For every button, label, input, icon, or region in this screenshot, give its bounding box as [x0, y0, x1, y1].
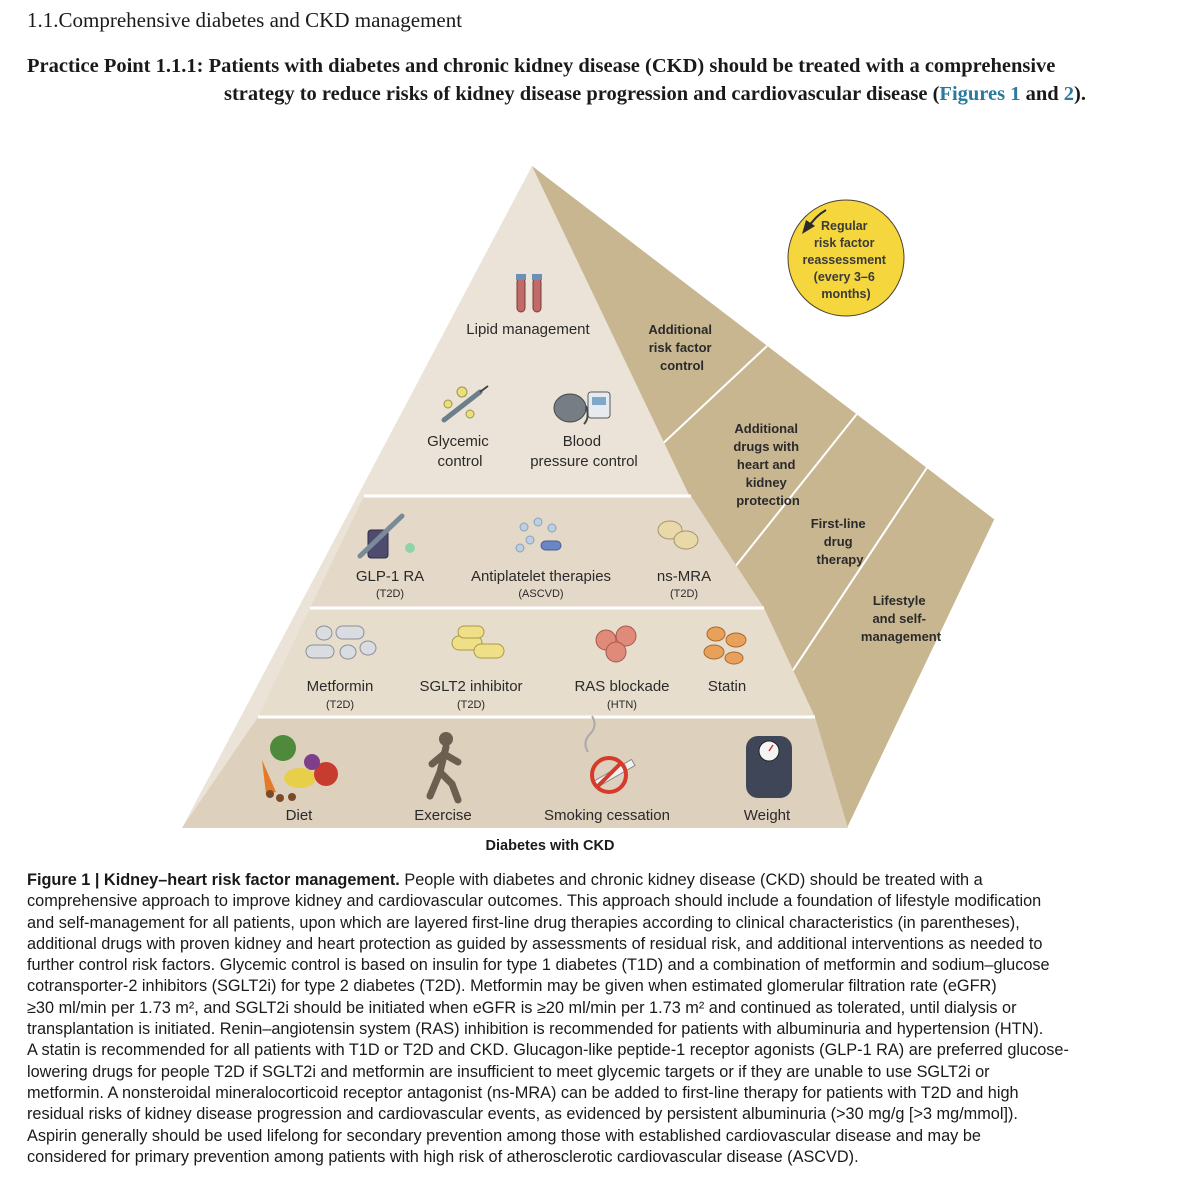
practice-point-text-line2: strategy to reduce risks of kidney disea… — [27, 80, 1149, 108]
pills-icon — [515, 517, 562, 553]
metformin-pills-icon — [305, 625, 377, 660]
glp1-ra-subtitle: (T2D) — [376, 588, 404, 600]
arrow-icon — [802, 220, 815, 234]
caption-label: Figure 1 | Kidney–heart risk factor mana… — [27, 871, 400, 889]
weight-label: Weight — [744, 807, 791, 824]
diet-label: Diet — [286, 807, 314, 824]
figure-caption: Figure 1 | Kidney–heart risk factor mana… — [27, 870, 1153, 1168]
ras-blockade-pills-icon — [595, 625, 637, 663]
statin-label: Statin — [708, 678, 746, 695]
ras-blockade-label: RAS blockade — [574, 678, 669, 695]
badge-line: reassessment — [803, 253, 887, 267]
svg-text:Regular risk factor: Regular risk factor reassessment (every … — [803, 219, 890, 301]
weight-scale-icon — [746, 736, 792, 798]
tablets-icon — [657, 520, 699, 550]
caption-line: considered for primary prevention among … — [27, 1147, 859, 1166]
practice-point-text: strategy to reduce risks of kidney disea… — [224, 83, 940, 105]
blood-pressure-control-label: Blood pressure control — [530, 433, 638, 470]
ns-mra-subtitle: (T2D) — [670, 588, 698, 600]
sglt2-subtitle: (T2D) — [457, 699, 485, 711]
caption-line: cotransporter-2 inhibitors (SGLT2i) for … — [27, 977, 997, 996]
pyramid-base-label: Diabetes with CKD — [486, 838, 615, 854]
glycemic-control-label: Glycemic control — [427, 433, 493, 470]
badge-line: months) — [821, 287, 870, 301]
glp1-ra-label: GLP-1 RA — [356, 568, 424, 585]
caption-line: further control risk factors. Glycemic c… — [27, 956, 1050, 975]
caption-line: comprehensive approach to improve kidney… — [27, 892, 1042, 911]
food-icon — [262, 735, 338, 802]
caption-line: Figure 1 | Kidney–heart risk factor mana… — [27, 870, 1153, 891]
and-text: and — [1020, 83, 1064, 105]
caption-line: transplantation is initiated. Renin–angi… — [27, 1020, 1044, 1039]
antiplatelet-subtitle: (ASCVD) — [518, 588, 563, 600]
reassessment-badge: Regular risk factor reassessment (every … — [787, 199, 905, 317]
no-smoking-icon — [584, 715, 636, 794]
test-tubes-icon — [516, 274, 542, 313]
caption-line: residual risks of kidney disease progres… — [27, 1105, 1018, 1124]
practice-point-end: ). — [1074, 83, 1086, 105]
figure-2-link[interactable]: 2 — [1063, 83, 1075, 105]
side-label-additional-drugs: Additional drugs with heart and kidney p… — [733, 421, 802, 508]
metformin-subtitle: (T2D) — [326, 699, 354, 711]
caption-line: lowering drugs for people T2D if SGLT2i … — [27, 1062, 990, 1081]
pyramid-front-face — [182, 166, 848, 828]
caption-line: and self-management for all patients, up… — [27, 913, 1020, 932]
injection-pen-icon — [357, 513, 415, 559]
badge-line: (every 3–6 — [814, 270, 875, 284]
figure-1-link[interactable]: Figures 1 — [939, 83, 1021, 105]
caption-line: Aspirin generally should be used lifelon… — [27, 1126, 981, 1145]
sglt2-pills-icon — [451, 625, 505, 659]
metformin-label: Metformin — [307, 678, 374, 695]
badge-line: risk factor — [814, 236, 875, 250]
caption-line: additional drugs with proven kidney and … — [27, 934, 1043, 953]
side-label-additional-risk: Additional risk factor control — [648, 322, 715, 373]
blood-pressure-monitor-icon — [553, 391, 611, 425]
section-heading: 1.1.Comprehensive diabetes and CKD manag… — [27, 8, 463, 32]
side-label-first-line: First-line drug therapy — [811, 516, 870, 567]
running-person-icon — [426, 732, 462, 804]
risk-pyramid-figure: Regular risk factor reassessment (every … — [182, 166, 996, 854]
practice-point-text-line1: Patients with diabetes and chronic kidne… — [208, 55, 1056, 77]
side-label-lifestyle: Lifestyle and self- management — [861, 593, 942, 644]
ras-blockade-subtitle: (HTN) — [607, 699, 637, 711]
sglt2-inhibitor-label: SGLT2 inhibitor — [419, 678, 522, 695]
caption-line: ≥30 ml/min per 1.73 m², and SGLT2i shoul… — [27, 998, 1017, 1017]
caption-line: metformin. A nonsteroidal mineralocortic… — [27, 1083, 1019, 1102]
badge-line: Regular — [821, 219, 868, 233]
lipid-management-label: Lipid management — [466, 321, 590, 338]
practice-point: Practice Point 1.1.1: Patients with diab… — [27, 52, 1149, 108]
statin-pills-icon — [703, 626, 747, 665]
smoking-cessation-label: Smoking cessation — [544, 807, 670, 824]
practice-point-label: Practice Point 1.1.1: — [27, 55, 204, 77]
antiplatelet-therapies-label: Antiplatelet therapies — [471, 568, 611, 585]
caption-line: A statin is recommended for all patients… — [27, 1041, 1069, 1060]
exercise-label: Exercise — [414, 807, 472, 824]
syringe-icon — [441, 385, 489, 423]
caption-text: People with diabetes and chronic kidney … — [399, 871, 983, 889]
ns-mra-label: ns-MRA — [657, 568, 711, 585]
